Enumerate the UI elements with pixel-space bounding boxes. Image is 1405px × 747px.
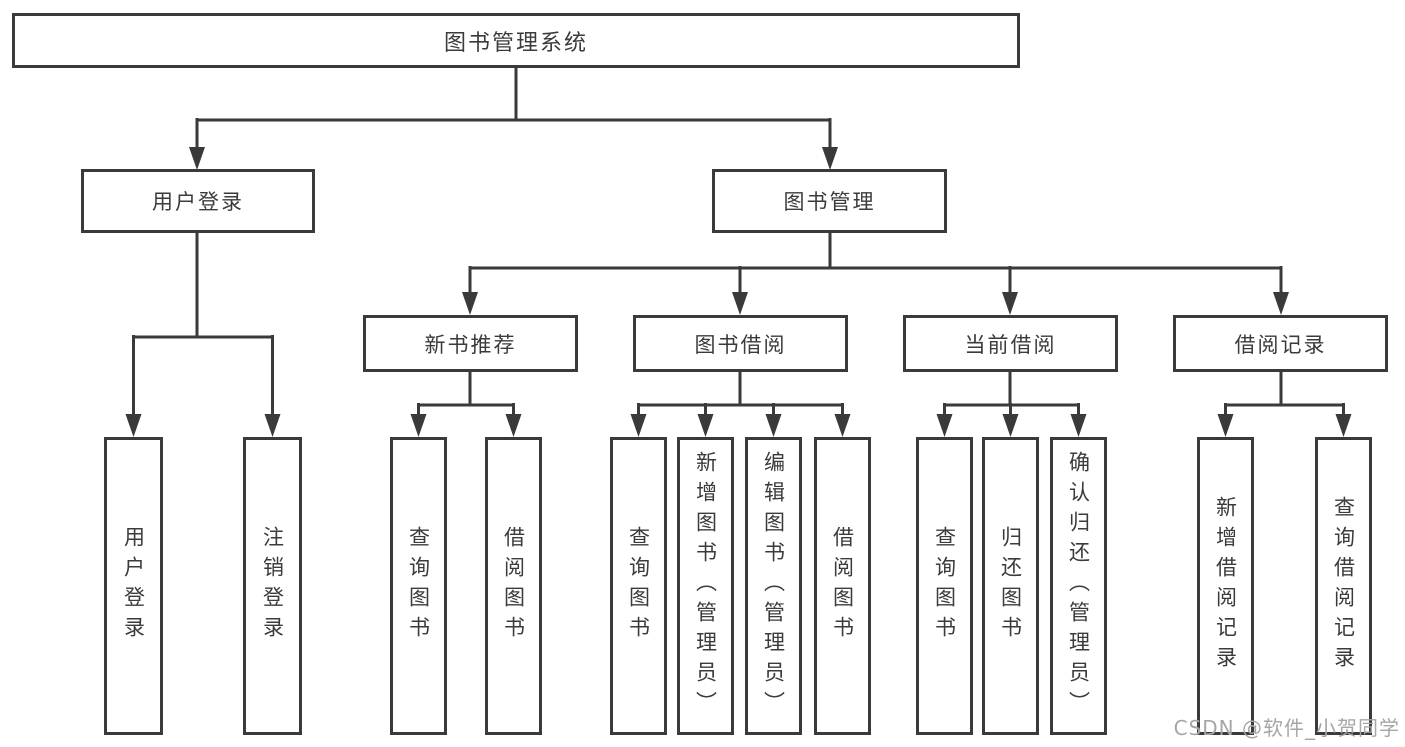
leaf-add-book-admin: 新增图书（管理员） xyxy=(677,437,734,735)
leaf-user-login: 用户登录 xyxy=(104,437,163,735)
leaf-query-borrow-record: 查询借阅记录 xyxy=(1315,437,1372,735)
leaf-borrow-book-recommend: 借阅图书 xyxy=(485,437,542,735)
node-new-book-recommend: 新书推荐 xyxy=(363,315,578,372)
leaf-logout: 注销登录 xyxy=(243,437,302,735)
leaf-query-book-current: 查询图书 xyxy=(916,437,973,735)
leaf-add-borrow-record: 新增借阅记录 xyxy=(1197,437,1254,735)
node-current-borrow: 当前借阅 xyxy=(903,315,1118,372)
leaf-edit-book-admin: 编辑图书（管理员） xyxy=(745,437,802,735)
leaf-confirm-return-admin: 确认归还（管理员） xyxy=(1050,437,1107,735)
node-root: 图书管理系统 xyxy=(12,13,1020,68)
leaf-query-book-recommend: 查询图书 xyxy=(390,437,447,735)
node-book-borrow: 图书借阅 xyxy=(633,315,848,372)
node-user-login: 用户登录 xyxy=(81,169,315,233)
leaf-borrow-book: 借阅图书 xyxy=(814,437,871,735)
arrowheads xyxy=(125,147,1352,437)
tree-edges xyxy=(132,68,1345,419)
csdn-watermark: CSDN @软件_小贺同学 xyxy=(1173,716,1400,740)
node-borrow-record: 借阅记录 xyxy=(1173,315,1388,372)
node-book-management: 图书管理 xyxy=(712,169,947,233)
leaf-return-book: 归还图书 xyxy=(982,437,1039,735)
leaf-query-book-borrow: 查询图书 xyxy=(610,437,667,735)
